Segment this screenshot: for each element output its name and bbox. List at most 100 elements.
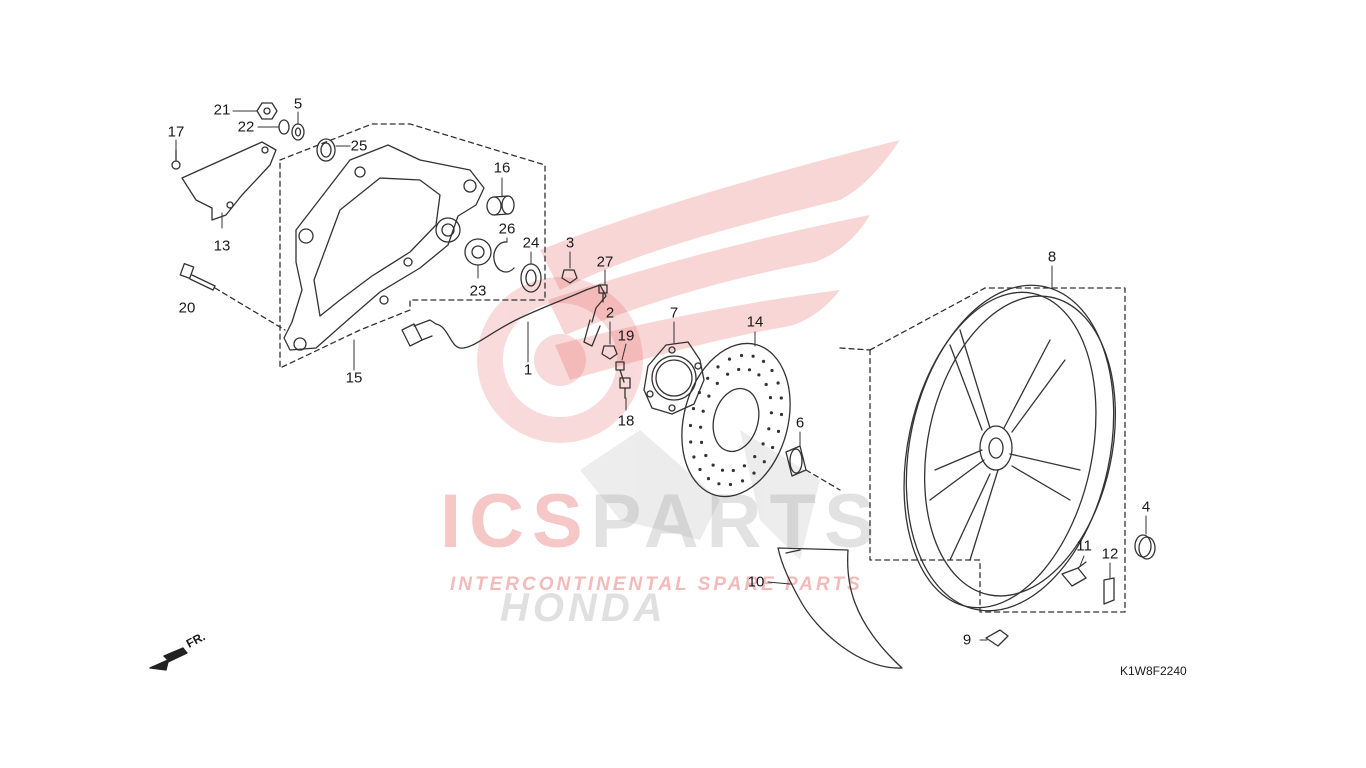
callout-17: 17 [167, 123, 185, 141]
disc-hole [697, 390, 702, 395]
bolt-18 [619, 377, 631, 399]
disc-hole [731, 468, 735, 473]
disc-hole [762, 460, 766, 464]
swing-arm-15 [283, 144, 485, 351]
callout-23: 23 [469, 282, 487, 300]
disc-hole [757, 373, 761, 377]
disc-hole [742, 464, 747, 468]
callout-12: 12 [1101, 545, 1119, 563]
washer-22 [278, 119, 290, 135]
honda-wing-watermark [540, 140, 900, 380]
disc-hole [717, 482, 721, 486]
callout-8: 8 [1047, 248, 1057, 266]
screw-17 [171, 149, 181, 170]
disc-hole [747, 368, 752, 372]
watermark-brand-left: ICS [440, 479, 591, 564]
disc-hole [727, 357, 732, 361]
spacer-4 [1134, 534, 1156, 560]
pulser-ring-7 [643, 341, 705, 415]
callout-26: 26 [498, 220, 516, 238]
disc-hole [776, 429, 781, 433]
callout-24: 24 [522, 234, 540, 252]
seal-24 [520, 263, 542, 293]
disc-hole [767, 427, 771, 431]
disc-hole [737, 367, 741, 372]
disc-hole [739, 353, 744, 358]
callout-7: 7 [669, 304, 679, 322]
disc-hole [692, 455, 696, 459]
disc-hole [779, 396, 783, 400]
collar-5 [291, 123, 305, 141]
callout-18: 18 [617, 412, 635, 430]
callout-27: 27 [596, 253, 614, 271]
disc-hole [769, 411, 774, 415]
disc-hole [740, 479, 745, 483]
abs-sensor-1 [401, 284, 607, 349]
disc-hole [716, 365, 720, 369]
disc-hole [770, 368, 774, 373]
callout-14: 14 [746, 313, 764, 331]
swingarm-group-box [279, 123, 546, 369]
disc-hole [707, 394, 711, 398]
disc-hole [751, 354, 755, 358]
disc-hole [779, 412, 784, 417]
callout-4: 4 [1141, 498, 1151, 516]
disc-hole [768, 396, 773, 400]
leader-lines [175, 110, 1147, 641]
watermark-tagline: INTERCONTINENTAL SPARE PARTS [450, 574, 863, 595]
callout-11: 11 [1076, 537, 1092, 555]
collar-16 [486, 195, 515, 216]
cover-plate-13 [181, 141, 277, 221]
disc-hole [761, 359, 766, 363]
disc-hole [704, 453, 708, 458]
bolt-2 [601, 345, 618, 360]
seal-25 [316, 138, 336, 162]
callout-5: 5 [293, 95, 303, 113]
watermark-brand: ICSPARTS [440, 478, 883, 565]
brake-disc-14 [681, 342, 791, 498]
mud-guard-10 [777, 547, 903, 669]
callout-10: 10 [747, 573, 765, 591]
valve-11 [1061, 561, 1087, 587]
watermark-make: HONDA [500, 586, 667, 630]
disc-hole [706, 376, 710, 380]
disc-hole [688, 423, 693, 428]
rear-wheel-8 [903, 284, 1117, 612]
disc-hole [771, 445, 775, 450]
honda-h-watermark [580, 430, 820, 560]
callout-25: 25 [350, 137, 368, 155]
snap-ring-26 [493, 241, 515, 273]
wheel-group-box [839, 287, 1126, 613]
disc-hole [720, 468, 725, 472]
callout-6: 6 [795, 414, 805, 432]
disc-hole [728, 482, 733, 487]
disc-hole [689, 440, 693, 444]
bolt-20 [179, 263, 286, 331]
disc-hole [706, 477, 711, 481]
disc-hole [698, 467, 702, 472]
disc-hole [715, 381, 719, 385]
disc-hole [699, 440, 704, 444]
callout-1: 1 [523, 361, 533, 379]
bolt-19 [615, 361, 625, 383]
disc-hole [761, 442, 765, 446]
disc-hole [752, 471, 756, 475]
callout-22: 22 [237, 118, 255, 136]
callout-3: 3 [565, 234, 575, 252]
front-direction-arrow-icon [149, 647, 188, 671]
nut-21 [256, 102, 278, 120]
callout-20: 20 [178, 299, 196, 317]
bearing-23 [464, 238, 492, 266]
callout-19: 19 [617, 327, 635, 345]
disc-hole [699, 425, 703, 429]
disc-hole [726, 372, 730, 376]
callout-2: 2 [605, 304, 615, 322]
gear-watermark-icon [477, 277, 643, 443]
disc-hole [691, 407, 696, 411]
callout-13: 13 [213, 237, 231, 255]
disc-holes [688, 353, 784, 487]
disc-hole [764, 382, 768, 387]
disc-hole [753, 455, 757, 459]
